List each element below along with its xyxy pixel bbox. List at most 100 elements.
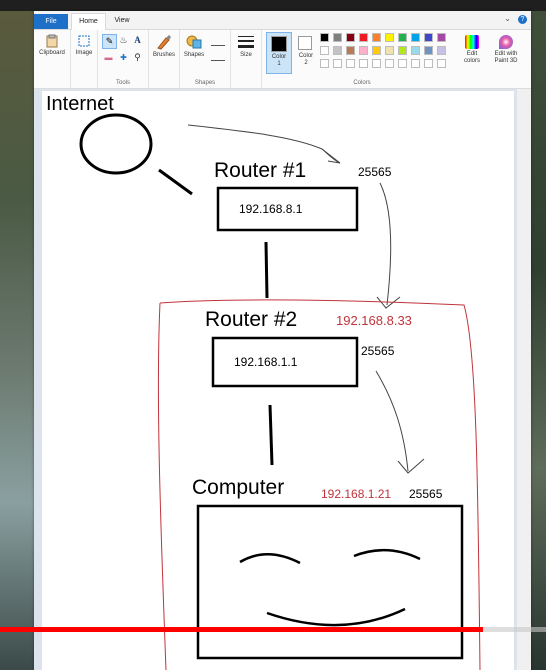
router2-port-arrow-head <box>397 458 425 474</box>
router-link-line <box>264 241 269 299</box>
fill-icon[interactable] <box>211 50 225 61</box>
vertical-scrollbar[interactable] <box>517 89 531 670</box>
computer-box <box>196 504 464 660</box>
router1-label: Router #1 <box>214 159 307 182</box>
colors-group: Color 1 Color 2 Edit colors Edit with Pa… <box>262 30 527 88</box>
palette-swatch[interactable] <box>333 33 342 42</box>
magnifier-icon[interactable]: ⚲ <box>134 52 141 62</box>
video-progress-fill <box>0 627 484 632</box>
video-top-bar <box>0 0 546 11</box>
paint-window: File Home View ⌄ ? Clipboard Image ✎ ♨ A… <box>34 11 531 670</box>
tools-group: ✎ ♨ A ▬ ✚ ⚲ Tools <box>98 30 149 88</box>
palette-swatch[interactable] <box>398 59 407 68</box>
computer-ip: 192.168.1.21 <box>321 487 392 501</box>
clipboard-button[interactable]: Clipboard <box>37 34 67 56</box>
lan-boundary <box>157 299 481 670</box>
palette-swatch[interactable] <box>346 59 355 68</box>
help-icon[interactable]: ? <box>518 15 527 24</box>
color1-button[interactable]: Color 1 <box>266 32 292 74</box>
palette-swatch[interactable] <box>437 46 446 55</box>
edit-colors-button[interactable]: Edit colors <box>459 32 485 74</box>
router2-box <box>211 336 359 388</box>
eraser-tool-icon[interactable]: ▬ <box>104 53 113 62</box>
palette-swatch[interactable] <box>359 33 368 42</box>
size-button[interactable]: Size <box>232 34 260 58</box>
outline-icon[interactable] <box>211 35 225 46</box>
paint3d-icon <box>499 35 513 49</box>
palette-swatch[interactable] <box>346 46 355 55</box>
color2-label: Color 2 <box>298 53 314 66</box>
tab-file[interactable]: File <box>34 14 68 29</box>
palette-swatch[interactable] <box>437 33 446 42</box>
shapes-button[interactable]: Shapes <box>181 34 207 58</box>
palette-swatch[interactable] <box>346 33 355 42</box>
palette-swatch[interactable] <box>333 59 342 68</box>
palette-swatch[interactable] <box>411 46 420 55</box>
palette-swatch[interactable] <box>398 33 407 42</box>
color-picker-icon[interactable]: ✚ <box>120 53 127 62</box>
palette-swatch[interactable] <box>385 46 394 55</box>
tab-view[interactable]: View <box>114 17 130 24</box>
internet-circle <box>79 113 153 175</box>
palette-swatch[interactable] <box>411 33 420 42</box>
video-progress-bar[interactable] <box>0 627 546 632</box>
palette-swatch[interactable] <box>359 46 368 55</box>
palette-swatch[interactable] <box>372 33 381 42</box>
shapes-group: Shapes Shapes <box>180 30 231 88</box>
line-size-icon <box>238 36 254 48</box>
brushes-label: Brushes <box>152 52 175 58</box>
palette-swatch[interactable] <box>320 46 329 55</box>
palette-swatch[interactable] <box>385 33 394 42</box>
brushes-button[interactable]: Brushes <box>150 34 178 58</box>
palette-swatch[interactable] <box>372 46 381 55</box>
shapes-label: Shapes <box>183 52 205 58</box>
brushes-group: Brushes <box>149 30 180 88</box>
image-button[interactable]: Image <box>72 34 96 56</box>
router2-ip: 192.168.1.1 <box>234 355 298 369</box>
router2-label: Router #2 <box>205 308 298 331</box>
tab-home[interactable]: Home <box>71 13 106 30</box>
tools-label: Tools <box>115 80 130 86</box>
palette-swatch[interactable] <box>385 59 394 68</box>
left-eye-stroke <box>239 553 301 565</box>
computer-link-line <box>268 404 274 466</box>
router2-wan-ip: 192.168.8.33 <box>336 313 412 328</box>
palette-swatch[interactable] <box>333 46 342 55</box>
ribbon: Clipboard Image ✎ ♨ A ▬ ✚ ⚲ Tools Brushe… <box>34 30 531 89</box>
color2-button[interactable]: Color 2 <box>294 32 318 74</box>
collapse-ribbon-icon[interactable]: ⌄ <box>504 14 511 23</box>
colors-label: Colors <box>353 80 371 86</box>
drawing-canvas[interactable]: Internet Router #1 192.168.8.1 25565 Rou… <box>42 91 514 670</box>
edit-paint3d-label: Edit with Paint 3D <box>494 51 518 64</box>
internet-link-line <box>158 168 193 196</box>
palette-swatch[interactable] <box>424 33 433 42</box>
edit-colors-label: Edit colors <box>463 51 480 64</box>
canvas-area: Internet Router #1 192.168.8.1 25565 Rou… <box>34 89 531 670</box>
palette-swatch[interactable] <box>411 59 420 68</box>
smile-stroke <box>266 607 406 627</box>
palette-swatch[interactable] <box>437 59 446 68</box>
palette-swatch[interactable] <box>424 46 433 55</box>
pencil-tool-icon[interactable]: ✎ <box>102 34 117 49</box>
internet-arrow-head <box>321 148 341 164</box>
text-tool-icon[interactable]: A <box>134 35 141 45</box>
right-eye-stroke <box>353 548 421 561</box>
palette-swatch[interactable] <box>398 46 407 55</box>
palette-swatch[interactable] <box>424 59 433 68</box>
desktop-wallpaper-right <box>531 0 546 670</box>
router2-port-arrow <box>375 370 409 472</box>
computer-label: Computer <box>192 476 285 499</box>
router1-box <box>216 186 359 232</box>
color2-swatch <box>298 36 312 50</box>
select-icon <box>78 35 90 47</box>
router1-ip: 192.168.8.1 <box>239 202 303 216</box>
palette-swatch[interactable] <box>372 59 381 68</box>
edit-paint3d-button[interactable]: Edit with Paint 3D <box>489 32 523 74</box>
palette-swatch[interactable] <box>320 33 329 42</box>
image-group: Image <box>71 30 98 88</box>
palette-swatch[interactable] <box>320 59 329 68</box>
fill-tool-icon[interactable]: ♨ <box>119 35 128 45</box>
palette-swatch[interactable] <box>359 59 368 68</box>
brush-icon <box>157 35 171 50</box>
router2-port: 25565 <box>361 344 395 358</box>
